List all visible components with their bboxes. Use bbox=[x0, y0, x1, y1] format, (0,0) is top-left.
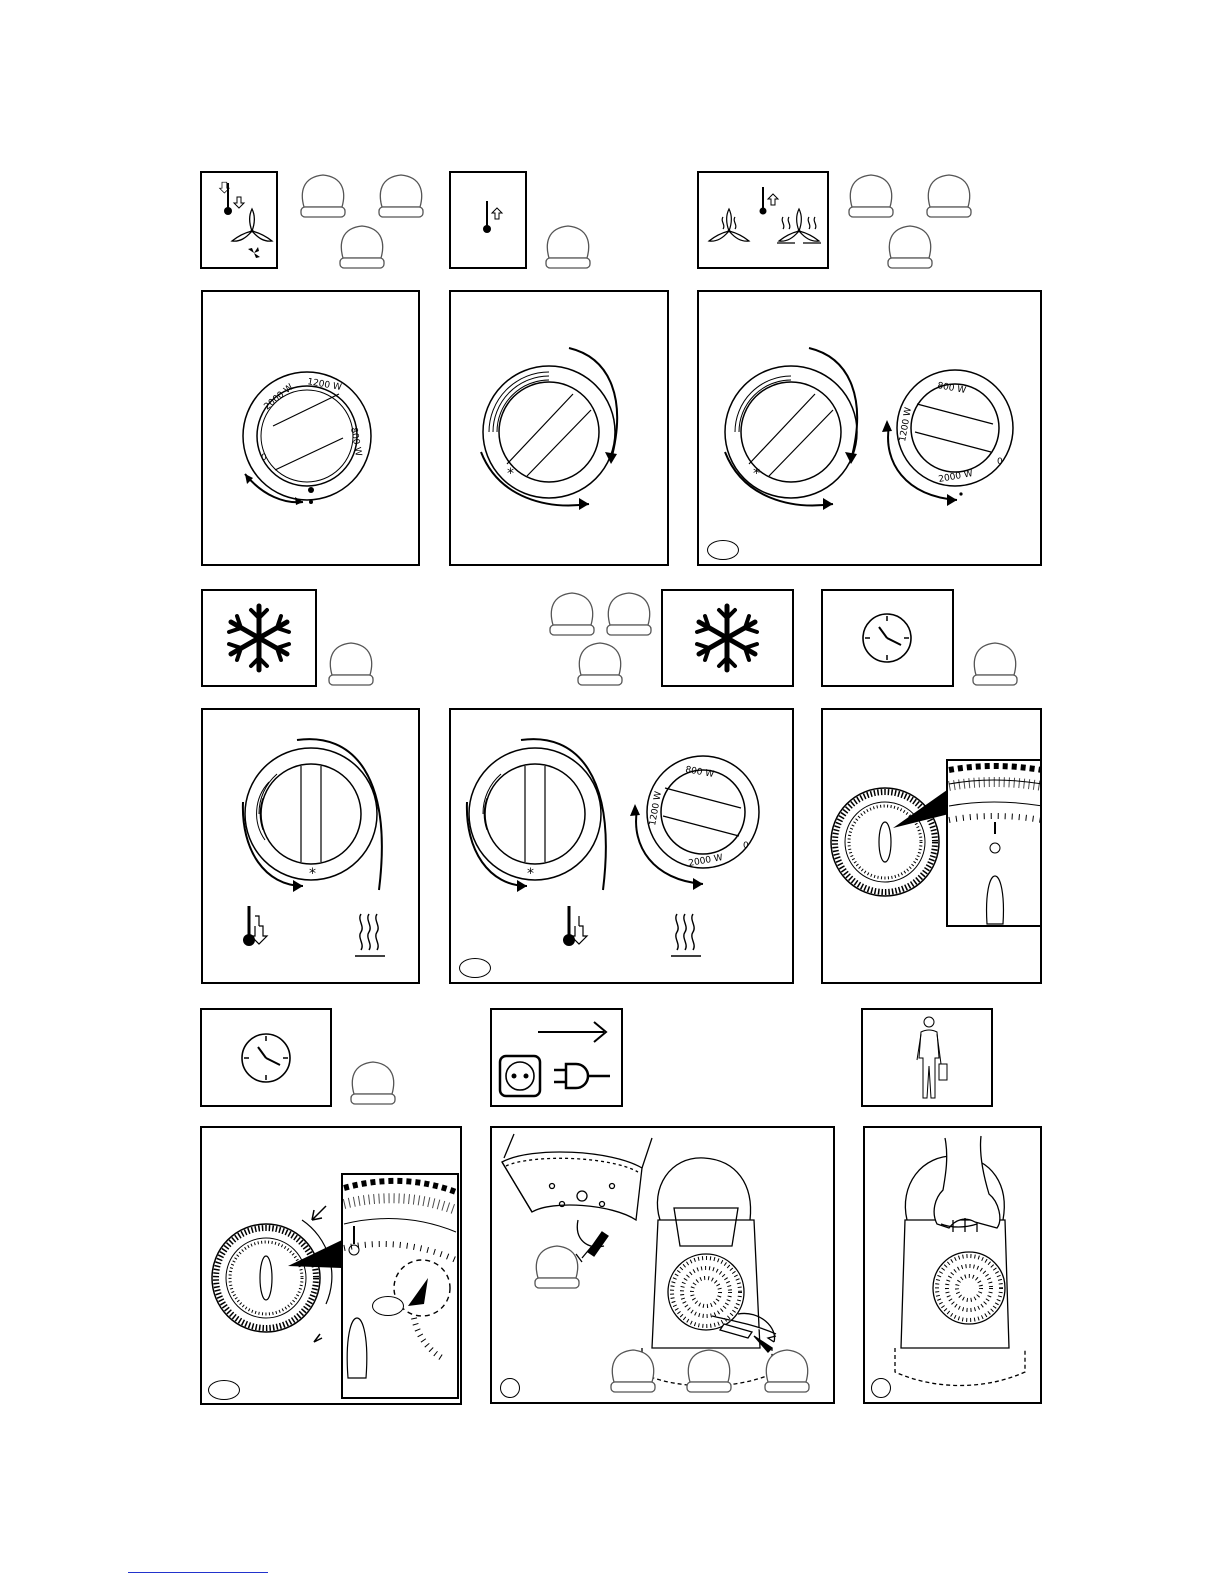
key-button-h1 bbox=[532, 1242, 582, 1292]
key-button-a2 bbox=[376, 171, 426, 221]
timer-value-oval bbox=[372, 1296, 404, 1316]
panel-frost-dual-dial: * 800 W 1200 W 2000 W 0 bbox=[449, 708, 794, 984]
language-marker-oval bbox=[500, 1378, 520, 1398]
frost-dial-illustration: * bbox=[203, 710, 418, 982]
snowflake-icon bbox=[203, 591, 315, 685]
key-button-c1 bbox=[846, 171, 896, 221]
thermostat-dial-illustration: * bbox=[451, 292, 667, 564]
panel-cord-storage bbox=[490, 1126, 835, 1404]
thermometer-down-icon bbox=[563, 906, 587, 946]
footer-rule bbox=[128, 1572, 268, 1573]
clock-icon bbox=[202, 1010, 330, 1105]
svg-text:0: 0 bbox=[997, 457, 1003, 467]
timer-symbol-box-2 bbox=[200, 1008, 332, 1107]
key-button-e1 bbox=[547, 589, 597, 639]
panel-thermostat-dial: * bbox=[449, 290, 669, 566]
language-marker-oval bbox=[208, 1380, 240, 1400]
person-carrying-icon bbox=[863, 1010, 991, 1105]
socket-plug-icon bbox=[492, 1010, 621, 1105]
panel-fan-dial: 2000 W 1200 W 800 W 0 bbox=[201, 290, 420, 566]
fan-mode-symbol-box bbox=[200, 171, 278, 269]
thermometer-down-icon bbox=[243, 906, 267, 946]
key-button-f1 bbox=[970, 639, 1020, 689]
panel-frost-dial: * bbox=[201, 708, 420, 984]
key-button-a1 bbox=[298, 171, 348, 221]
power-dial-illustration: 2000 W 1200 W 800 W 0 bbox=[203, 292, 418, 564]
svg-text:*: * bbox=[753, 466, 760, 482]
clock-icon bbox=[823, 591, 952, 685]
key-button-h2 bbox=[608, 1346, 658, 1396]
key-button-e3 bbox=[575, 639, 625, 689]
snowflake-icon bbox=[663, 591, 792, 685]
key-button-b1 bbox=[543, 222, 593, 272]
unplug-symbol-box bbox=[490, 1008, 623, 1107]
svg-text:*: * bbox=[527, 866, 534, 882]
key-button-h3 bbox=[684, 1346, 734, 1396]
key-button-d1 bbox=[326, 639, 376, 689]
thermometer-down-fan-icon bbox=[202, 173, 276, 267]
panel-carry-handle bbox=[863, 1126, 1042, 1404]
frost-symbol-box-1 bbox=[201, 589, 317, 687]
heat-waves-icon bbox=[699, 173, 827, 267]
key-button-a3 bbox=[337, 222, 387, 272]
thermometer-up-icon bbox=[451, 173, 525, 267]
svg-text:*: * bbox=[507, 466, 514, 482]
key-button-c2 bbox=[924, 171, 974, 221]
dual-dial-illustration: * 800 W 1200 W 2000 W 0 bbox=[699, 292, 1040, 564]
language-marker-oval bbox=[459, 958, 491, 978]
svg-text:0: 0 bbox=[743, 841, 749, 851]
frost-symbol-box-2 bbox=[661, 589, 794, 687]
panel-timer-setting bbox=[200, 1126, 462, 1405]
language-marker-oval bbox=[871, 1378, 891, 1398]
svg-text:0: 0 bbox=[261, 453, 267, 463]
key-button-e2 bbox=[604, 589, 654, 639]
temp-up-symbol-box bbox=[449, 171, 527, 269]
key-button-c3 bbox=[885, 222, 935, 272]
timer-symbol-box-1 bbox=[821, 589, 954, 687]
panel-timer-dial bbox=[821, 708, 1042, 984]
carry-symbol-box bbox=[861, 1008, 993, 1107]
key-button-g1 bbox=[348, 1058, 398, 1108]
carry-handle-illustration bbox=[865, 1128, 1040, 1402]
heat-waves-icon bbox=[671, 914, 701, 956]
panel-dual-dial: * 800 W 1200 W 2000 W 0 bbox=[697, 290, 1042, 566]
heat-mode-symbol-box bbox=[697, 171, 829, 269]
language-marker-oval bbox=[707, 540, 739, 560]
key-button-h4 bbox=[762, 1346, 812, 1396]
timer-setting-illustration bbox=[202, 1128, 460, 1403]
heat-waves-icon bbox=[355, 914, 385, 956]
svg-text:*: * bbox=[309, 866, 316, 882]
frost-dual-dial-illustration: * 800 W 1200 W 2000 W 0 bbox=[451, 710, 792, 982]
timer-dial-illustration bbox=[823, 710, 1040, 982]
